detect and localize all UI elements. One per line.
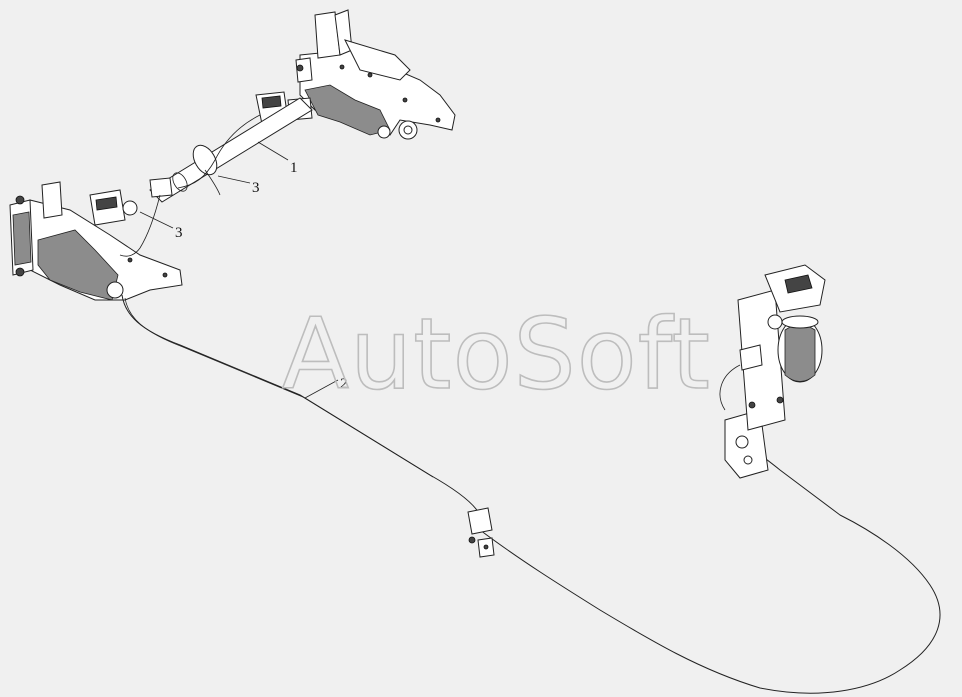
air-line-1 — [177, 114, 261, 189]
callout-3a: 3 — [217, 175, 260, 196]
axle-tube — [149, 97, 313, 203]
callout-label-2: 2 — [340, 376, 348, 392]
air-pipe-2-inner — [124, 297, 434, 478]
air-line-3a — [204, 169, 221, 196]
pipe-connector — [467, 507, 495, 558]
callout-3b: 3 — [139, 211, 183, 241]
callout-label-3b: 3 — [175, 225, 183, 241]
callout-1: 1 — [257, 141, 298, 176]
cab-suspension-right — [719, 264, 826, 479]
callout-label-3a: 3 — [252, 180, 260, 196]
air-line-3b — [119, 194, 161, 257]
callout-label-1: 1 — [290, 160, 298, 176]
air-pipe-2 — [121, 294, 941, 694]
callout-2: 2 — [304, 376, 348, 399]
rear-axle-bracket-left — [9, 177, 183, 301]
watermark-text: AutoSoft — [282, 298, 711, 412]
